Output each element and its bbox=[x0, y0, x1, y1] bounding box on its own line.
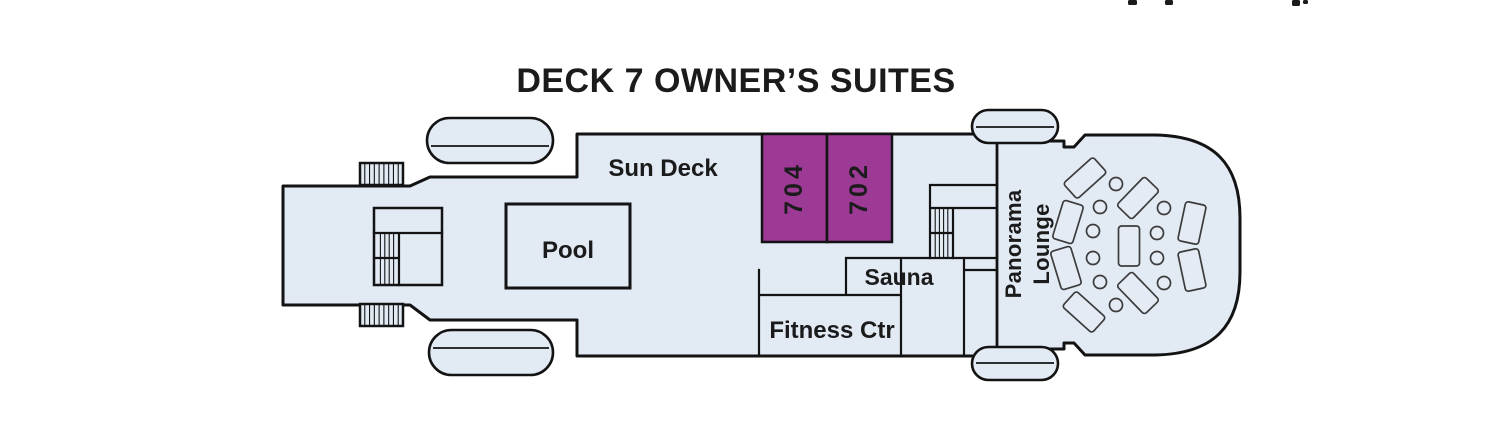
lounge-table bbox=[1149, 225, 1165, 241]
lounge-table bbox=[1085, 250, 1101, 266]
panorama-lounge-label-line1: Panorama bbox=[1001, 189, 1026, 298]
aft-bottom-stair-box bbox=[358, 302, 405, 328]
lounge-table bbox=[1092, 274, 1108, 290]
lounge-table bbox=[1156, 275, 1172, 291]
cabin-704[interactable]: 704 bbox=[760, 132, 829, 244]
lifeboat-aft-top bbox=[425, 116, 555, 165]
cropped-text-artifact bbox=[1128, 0, 1137, 5]
ship-hull-outline bbox=[281, 132, 1242, 358]
sauna-label: Sauna bbox=[864, 264, 933, 290]
lounge-table bbox=[1108, 176, 1124, 192]
cropped-text-artifact bbox=[1165, 0, 1173, 5]
lounge-bench bbox=[1062, 291, 1106, 333]
lounge-bench bbox=[1177, 247, 1207, 293]
lifeboats bbox=[425, 108, 1060, 382]
cabin-702-outline[interactable] bbox=[825, 132, 894, 244]
sun-deck-label: Sun Deck bbox=[608, 155, 718, 182]
page-title: DECK 7 OWNER’S SUITES bbox=[516, 62, 955, 100]
lounge-bench bbox=[1117, 225, 1141, 267]
midship-stair-walls bbox=[928, 183, 999, 260]
aft-deckhouse-outline bbox=[372, 206, 444, 287]
pool-label: Pool bbox=[542, 237, 594, 264]
panorama-lounge-label-line2: Lounge bbox=[1029, 203, 1054, 284]
lounge-table bbox=[1108, 297, 1124, 313]
cabin-702[interactable]: 702 bbox=[825, 132, 894, 244]
aft-top-stair-box bbox=[358, 161, 405, 187]
fitness-center-label: Fitness Ctr bbox=[769, 317, 894, 344]
lounge-table bbox=[1092, 199, 1108, 215]
cabin-704-outline[interactable] bbox=[760, 132, 829, 244]
pool-outline bbox=[504, 202, 632, 290]
lounge-bench bbox=[1063, 157, 1107, 199]
lounge-bench bbox=[1177, 200, 1207, 246]
cropped-text-artifact bbox=[1303, 0, 1308, 4]
lounge-bench bbox=[1052, 199, 1084, 245]
lifeboat-aft-bottom bbox=[427, 328, 555, 377]
lounge-bench bbox=[1116, 271, 1160, 315]
stair-hatches bbox=[364, 163, 949, 326]
lounge-bench bbox=[1050, 245, 1082, 291]
room-walls bbox=[757, 256, 999, 358]
lounge-benches bbox=[1050, 157, 1207, 333]
cropped-text-artifacts bbox=[1128, 0, 1308, 6]
lounge-bench bbox=[1116, 176, 1160, 220]
lounge-table bbox=[1149, 250, 1165, 266]
lounge-table bbox=[1156, 200, 1172, 216]
lounge-tables bbox=[1085, 176, 1172, 313]
aft-deckhouse bbox=[372, 206, 444, 287]
cabin-702-number: 702 bbox=[845, 161, 873, 215]
cropped-text-artifact bbox=[1292, 0, 1300, 6]
lounge-table bbox=[1085, 223, 1101, 239]
cabin-704-number: 704 bbox=[780, 161, 808, 215]
